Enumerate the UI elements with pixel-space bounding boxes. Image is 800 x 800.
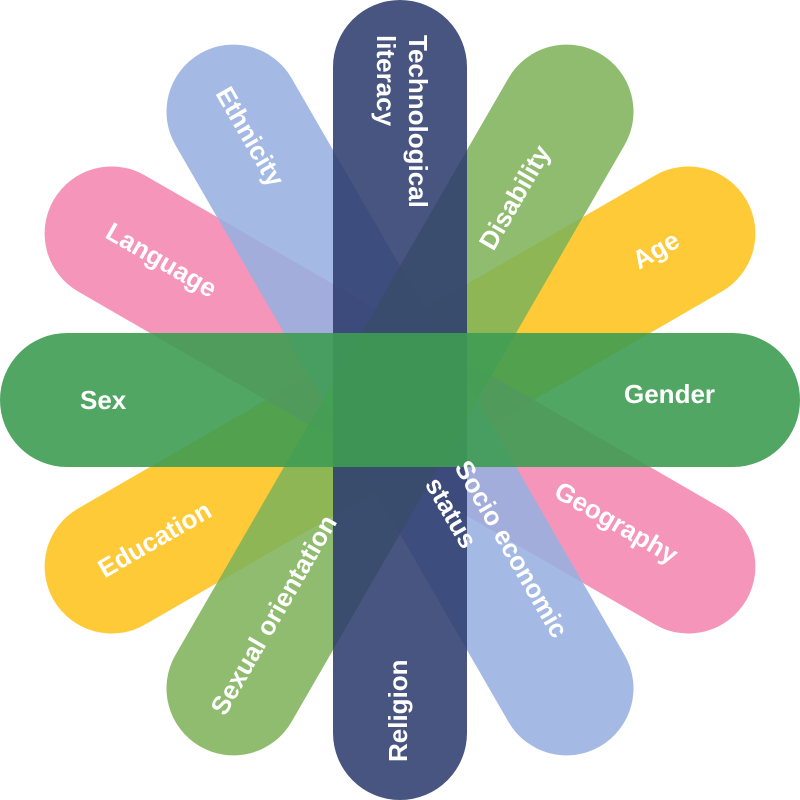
label-religion: Religion: [383, 659, 413, 762]
label-gender: Gender: [624, 379, 715, 409]
label-sex: Sex: [80, 385, 127, 415]
label-technological-literacy-line2: literacy: [371, 35, 401, 127]
label-technological-literacy: Technological: [403, 35, 433, 208]
petal-sex-gender: [0, 333, 800, 467]
